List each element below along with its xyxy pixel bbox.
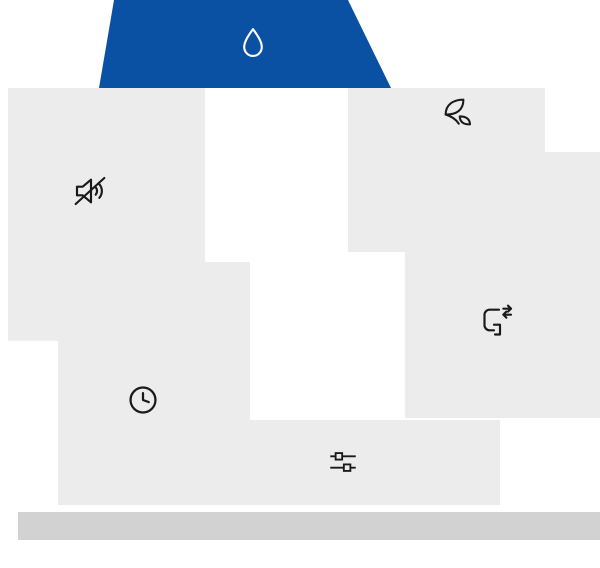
bottom-bar: [18, 512, 600, 540]
sliders-icon: [326, 445, 360, 479]
clock-icon: [125, 382, 161, 418]
header-water-tile[interactable]: [99, 0, 391, 88]
water-drop-icon: [236, 25, 270, 63]
speaker-muted-icon: [70, 171, 110, 211]
plug-swap-icon: [477, 302, 517, 342]
tile-connection[interactable]: [405, 152, 600, 418]
tile-settings[interactable]: [205, 420, 500, 505]
leaf-icon: [439, 93, 477, 131]
